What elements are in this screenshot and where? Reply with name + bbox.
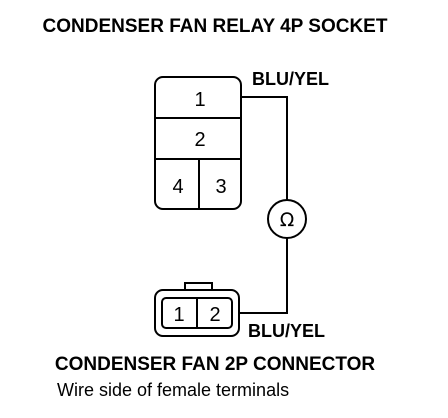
relay-pin-3: 3 <box>215 176 226 198</box>
relay-wire-label: BLU/YEL <box>252 69 329 89</box>
relay-pin-2: 2 <box>194 129 205 151</box>
fan-connector-subtitle: Wire side of female terminals <box>57 380 289 400</box>
fan-2p-connector: 1 2 <box>154 282 240 337</box>
test-lead-wire <box>241 96 288 200</box>
fan-wire-label: BLU/YEL <box>248 321 325 341</box>
fan-pin-1: 1 <box>173 304 184 326</box>
fan-pin-2: 2 <box>209 304 220 326</box>
test-lead-wire <box>239 238 288 314</box>
ohmmeter-icon: Ω <box>267 199 307 239</box>
relay-socket-title: CONDENSER FAN RELAY 4P SOCKET <box>43 16 388 37</box>
relay-4p-socket: 1 2 4 3 <box>154 76 242 210</box>
ohm-symbol: Ω <box>280 209 295 231</box>
relay-pin-1: 1 <box>194 89 205 111</box>
fan-connector-title: CONDENSER FAN 2P CONNECTOR <box>55 354 376 375</box>
relay-pin-4: 4 <box>172 176 183 198</box>
